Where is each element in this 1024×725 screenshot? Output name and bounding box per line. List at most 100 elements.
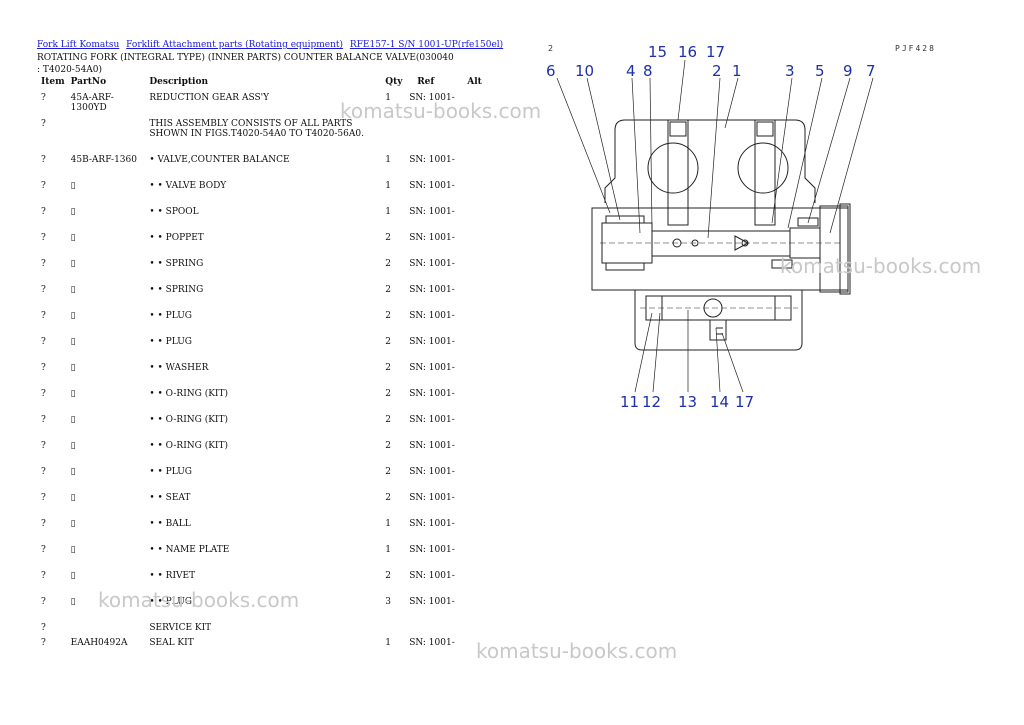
callout-3: 3 xyxy=(785,62,795,80)
callout-10: 10 xyxy=(575,62,594,80)
column-header-description: Description xyxy=(149,77,208,87)
cell-alt xyxy=(467,493,487,519)
callout-11: 11 xyxy=(620,393,639,411)
counter-balance-valve-diagram: 6 10 4 8 15 16 17 2 1 3 5 9 7 11 12 13 1… xyxy=(546,43,934,411)
cell-description: • • VALVE BODY xyxy=(149,181,227,191)
cell-qty: 2 xyxy=(385,285,391,295)
cell-item: ? xyxy=(41,311,46,321)
cell-alt xyxy=(467,623,487,638)
cell-alt xyxy=(467,571,487,597)
cell-qty: 1 xyxy=(385,155,391,165)
cell-partno: ▯ xyxy=(70,545,76,555)
cell-alt xyxy=(467,119,487,155)
cell-description: • • SPOOL xyxy=(149,207,199,217)
cell-item: ? xyxy=(41,415,46,425)
cell-description: • • PLUG xyxy=(149,337,192,347)
cell-description: • VALVE,COUNTER BALANCE xyxy=(149,155,290,165)
cell-alt xyxy=(467,363,487,389)
cell-description: • • SEAT xyxy=(149,493,191,503)
cell-partno: EAAH0492A xyxy=(70,638,128,648)
cell-description: • • O-RING (KIT) xyxy=(149,415,228,425)
callout-8: 8 xyxy=(643,62,653,80)
callout-16: 16 xyxy=(678,43,697,61)
cell-description: SEAL KIT xyxy=(149,638,194,648)
cell-item: ? xyxy=(41,181,46,191)
cell-ref: SN: 1001- xyxy=(409,441,455,451)
cell-partno: ▯ xyxy=(70,285,76,295)
cell-ref xyxy=(403,119,467,155)
cell-item: ? xyxy=(41,623,46,633)
cell-description: SERVICE KIT xyxy=(149,623,212,633)
cell-item: ? xyxy=(41,155,46,165)
cell-alt xyxy=(467,519,487,545)
cell-alt xyxy=(467,337,487,363)
cell-item: ? xyxy=(41,597,46,607)
cell-alt xyxy=(467,233,487,259)
cell-description: • • RIVET xyxy=(149,571,196,581)
cell-ref: SN: 1001- xyxy=(409,519,455,529)
cell-qty: 2 xyxy=(385,493,391,503)
cell-ref: SN: 1001- xyxy=(409,155,455,165)
cell-alt xyxy=(467,467,487,493)
cell-alt xyxy=(467,259,487,285)
cell-partno: ▯ xyxy=(70,233,76,243)
cell-ref: SN: 1001- xyxy=(409,285,455,295)
table-header-row: Item PartNo Description Qty Ref Alt xyxy=(37,77,487,93)
cell-partno xyxy=(71,623,150,638)
table-row: ?THIS ASSEMBLY CONSISTS OF ALL PARTS SHO… xyxy=(37,119,487,155)
cell-item: ? xyxy=(41,259,46,269)
cell-ref: SN: 1001- xyxy=(409,571,455,581)
cell-qty: 2 xyxy=(385,259,391,269)
cell-qty: 2 xyxy=(385,467,391,477)
breadcrumb-link-brand[interactable]: Fork Lift Komatsu xyxy=(37,40,120,50)
cell-qty xyxy=(385,623,403,638)
cell-item: ? xyxy=(41,638,46,648)
breadcrumb-link-category[interactable]: Forklift Attachment parts (Rotating equi… xyxy=(126,40,344,50)
breadcrumb-link-model[interactable]: RFE157-1 S/N 1001-UP(rfe150el) xyxy=(349,40,504,50)
cell-partno: ▯ xyxy=(70,571,76,581)
cell-alt xyxy=(467,441,487,467)
callout-12: 12 xyxy=(642,393,661,411)
cell-partno: ▯ xyxy=(70,337,76,347)
watermark: komatsu-books.com xyxy=(98,588,300,612)
cell-item: ? xyxy=(41,363,46,373)
cell-item: ? xyxy=(41,519,46,529)
cell-item: ? xyxy=(41,493,46,503)
cell-alt xyxy=(467,545,487,571)
callout-4: 4 xyxy=(626,62,636,80)
cell-partno: ▯ xyxy=(70,181,76,191)
cell-ref: SN: 1001- xyxy=(409,389,455,399)
callout-5: 5 xyxy=(815,62,825,80)
cell-alt xyxy=(467,181,487,207)
cell-ref: SN: 1001- xyxy=(409,311,455,321)
cell-qty: 2 xyxy=(385,311,391,321)
cell-ref: SN: 1001- xyxy=(409,337,455,347)
callout-1: 1 xyxy=(732,62,742,80)
callout-6: 6 xyxy=(546,62,556,80)
cell-qty: 2 xyxy=(385,571,391,581)
parts-table: Item PartNo Description Qty Ref Alt ?45A… xyxy=(37,77,487,664)
cell-description: • • PLUG xyxy=(149,467,192,477)
cell-partno: ▯ xyxy=(70,597,76,607)
cell-description: • • POPPET xyxy=(149,233,204,243)
cell-item: ? xyxy=(41,441,46,451)
cell-item: ? xyxy=(41,233,46,243)
cell-qty xyxy=(385,119,403,155)
cell-description: REDUCTION GEAR ASS'Y xyxy=(149,93,270,103)
callout-17: 17 xyxy=(706,43,725,61)
cell-partno: ▯ xyxy=(70,311,76,321)
cell-ref: SN: 1001- xyxy=(409,638,455,648)
cell-item: ? xyxy=(41,337,46,347)
cell-alt xyxy=(467,389,487,415)
